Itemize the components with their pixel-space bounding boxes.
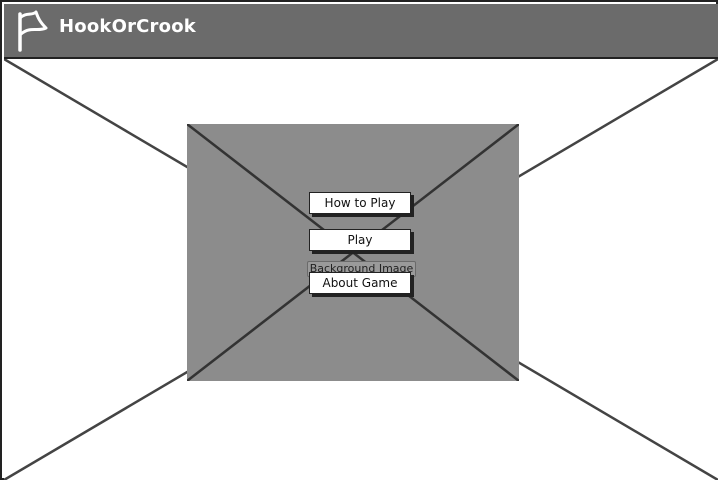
about-game-button[interactable]: About Game bbox=[309, 272, 411, 294]
how-to-play-button[interactable]: How to Play bbox=[309, 192, 411, 214]
app-title: HookOrCrook bbox=[59, 16, 196, 37]
menu-panel: Background Image How to Play Play About … bbox=[187, 124, 519, 381]
background-image-placeholder bbox=[187, 124, 519, 381]
main-content: Background Image How to Play Play About … bbox=[4, 59, 718, 480]
app-header: HookOrCrook bbox=[4, 4, 718, 59]
play-button[interactable]: Play bbox=[309, 229, 411, 251]
flag-icon bbox=[18, 10, 48, 52]
